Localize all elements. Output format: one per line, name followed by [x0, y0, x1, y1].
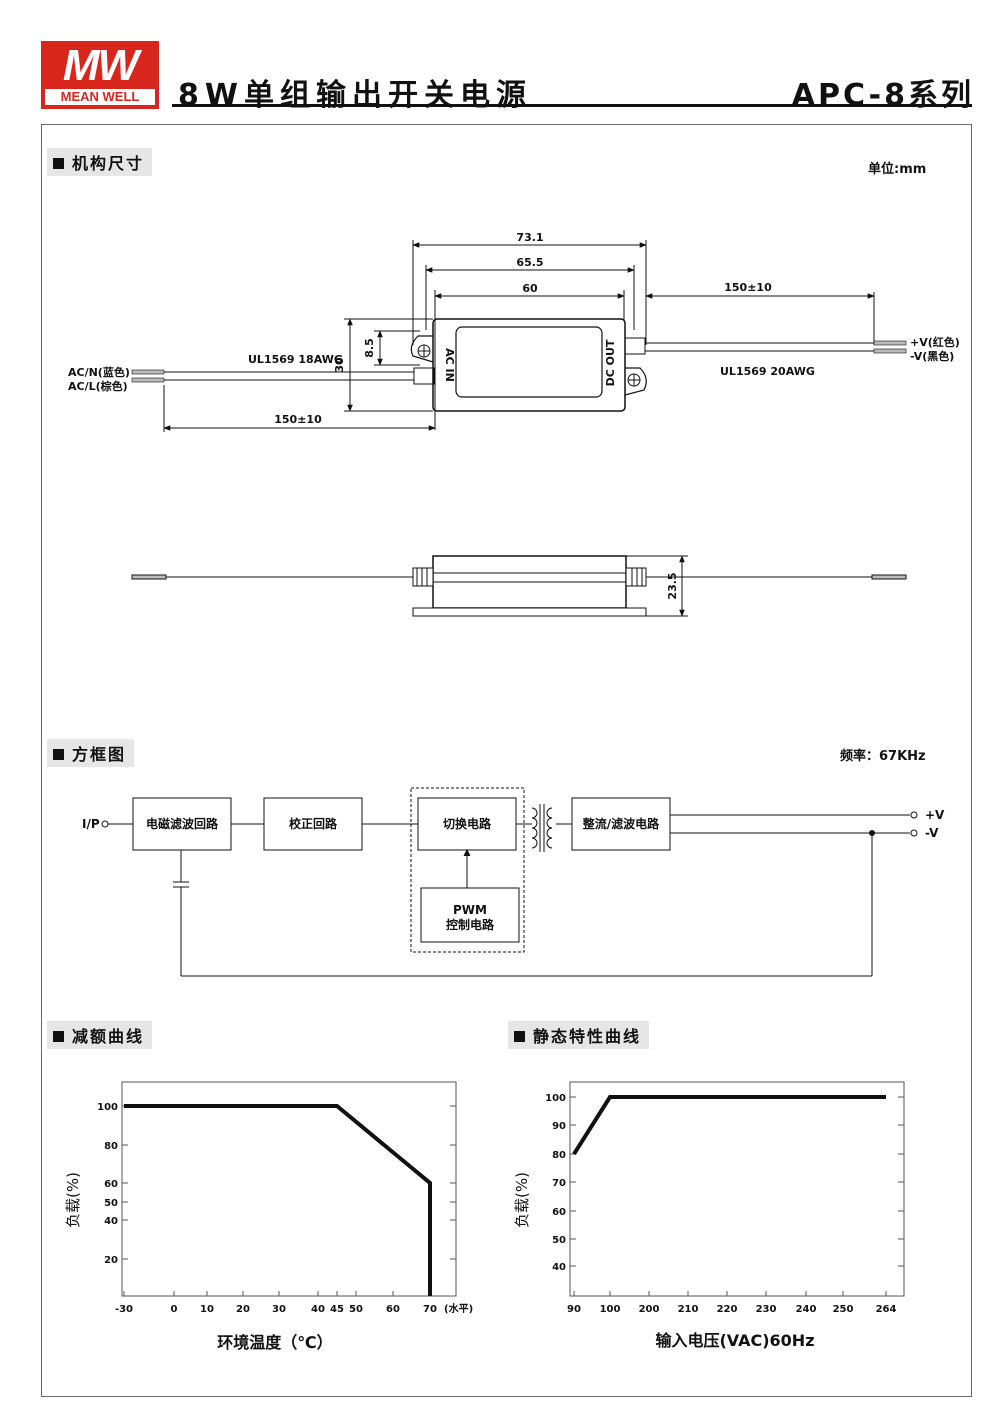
y-tick-label: 50 [104, 1198, 118, 1209]
output-vplus-label: +V [925, 808, 945, 822]
plot-frame [569, 1081, 905, 1297]
derating-chart: 20 40 50 60 80 100 -30 0 10 20 30 40 45 50 60 70 负载(%) 环境… [64, 1081, 473, 1352]
y-tick-label: 100 [97, 1102, 118, 1113]
vplus-wire-label: +V(红色) [910, 335, 960, 349]
dim-hole-offset: 8.5 [363, 338, 376, 358]
pfc-block: 校正回路 [289, 816, 338, 831]
x-axis-note: (水平) [444, 1302, 473, 1315]
y-tick-label: 80 [104, 1141, 118, 1152]
x-tick-label: 20 [236, 1304, 250, 1315]
y-tick-label: 50 [552, 1235, 566, 1246]
x-tick-label: -30 [115, 1304, 133, 1315]
series-line [572, 1095, 886, 1156]
bullet-square-icon [514, 1031, 525, 1042]
dim-body-length: 60 [522, 282, 538, 295]
curves: 20 40 50 60 80 100 -30 0 10 20 30 40 45 50 60 70 负载(%) 环境… [64, 1081, 905, 1352]
x-tick-label: 30 [272, 1304, 286, 1315]
bullet-square-icon [53, 749, 64, 760]
x-tick-label: 200 [639, 1304, 660, 1315]
x-tick-label: 10 [200, 1304, 214, 1315]
switching-frequency: 频率：67KHz [840, 749, 926, 764]
dc-out-marking: DC OUT [604, 339, 617, 386]
section-mechanical: 机构尺寸 [47, 148, 153, 176]
unit-note: 单位:mm [868, 162, 927, 177]
y-tick-label: 60 [104, 1179, 118, 1190]
output-wire-spec: UL1569 20AWG [720, 365, 815, 378]
dim-total-length: 73.1 [516, 231, 543, 244]
dim-thickness: 23.5 [666, 572, 679, 599]
y-tick-label: 20 [104, 1255, 118, 1266]
dim-mid-length: 65.5 [516, 256, 543, 269]
vminus-wire-label: -V(黑色) [910, 349, 954, 363]
block-diagram: I/P 电磁滤波回路 校正回路 切换电路 整流/滤波电路 PWM 控制电路 +V… [82, 787, 945, 977]
x-tick-label: 230 [756, 1304, 777, 1315]
section-label: 减额曲线 [72, 1027, 145, 1046]
mechanical-drawing: 73.1 65.5 60 150±10 150±10 30 8.5 23.5 U… [68, 231, 960, 617]
ac-in-marking: AC IN [443, 348, 456, 382]
bullet-square-icon [53, 158, 64, 169]
x-axis-label: 输入电压(VAC)60Hz [655, 1331, 814, 1350]
switching-block: 切换电路 [443, 816, 492, 831]
logo-mark: MW [62, 41, 139, 90]
logo-name: MEAN WELL [45, 89, 155, 105]
dim-width: 30 [333, 357, 346, 373]
x-tick-label: 264 [876, 1304, 897, 1315]
x-tick-label: 0 [171, 1304, 178, 1315]
y-tick-label: 70 [552, 1178, 566, 1189]
pwm-label: PWM [453, 903, 487, 917]
y-axis-label: 负载(%) [64, 1172, 82, 1228]
bullet-square-icon [53, 1031, 64, 1042]
input-wire-spec: UL1569 18AWG [248, 353, 343, 366]
section-derating: 减额曲线 [47, 1021, 153, 1049]
ac-line-label: AC/L(棕色) [68, 379, 128, 393]
plot-frame [121, 1081, 457, 1297]
y-tick-label: 40 [552, 1262, 566, 1273]
x-tick-label: 45 [330, 1304, 344, 1315]
x-tick-label: 240 [796, 1304, 817, 1315]
x-axis-label: 环境温度（℃） [217, 1333, 332, 1352]
output-vminus-label: -V [925, 826, 939, 840]
x-tick-label: 40 [311, 1304, 325, 1315]
y-axis-label: 负载(%) [513, 1172, 531, 1228]
x-tick-label: 60 [386, 1304, 400, 1315]
dim-output-wire: 150±10 [724, 281, 772, 294]
series-line [124, 1104, 432, 1296]
section-static-characteristics: 静态特性曲线 [508, 1021, 650, 1049]
y-tick-label: 100 [545, 1093, 566, 1104]
input-label: I/P [82, 817, 100, 831]
x-tick-label: 90 [567, 1304, 581, 1315]
section-label: 方框图 [72, 745, 127, 764]
y-tick-label: 60 [552, 1207, 566, 1218]
x-tick-label: 50 [349, 1304, 363, 1315]
ac-neutral-label: AC/N(蓝色) [68, 365, 130, 379]
static-characteristic-chart: 40 50 60 70 80 90 100 90 100 200 210 220 230 240 250 26… [513, 1081, 905, 1350]
section-block-diagram: 方框图 [47, 739, 135, 767]
section-label: 机构尺寸 [72, 154, 145, 173]
content-frame [41, 124, 972, 1397]
document-title: 8W单组输出开关电源 [178, 78, 532, 113]
y-tick-label: 90 [552, 1121, 566, 1132]
series-name: APC-8系列 [791, 78, 974, 113]
rectifier-filter-block: 整流/滤波电路 [582, 816, 660, 831]
pwm-control-label: 控制电路 [446, 917, 495, 932]
dim-input-wire: 150±10 [274, 413, 322, 426]
x-tick-label: 70 [423, 1304, 437, 1315]
header-rule [172, 104, 972, 107]
section-label: 静态特性曲线 [533, 1027, 642, 1046]
x-tick-label: 220 [717, 1304, 738, 1315]
y-tick-label: 40 [104, 1216, 118, 1227]
x-tick-label: 100 [600, 1304, 621, 1315]
emi-filter-block: 电磁滤波回路 [146, 816, 219, 831]
mean-well-logo: MW MEAN WELL [41, 41, 159, 109]
x-tick-label: 210 [678, 1304, 699, 1315]
y-tick-label: 80 [552, 1150, 566, 1161]
x-tick-label: 250 [833, 1304, 854, 1315]
